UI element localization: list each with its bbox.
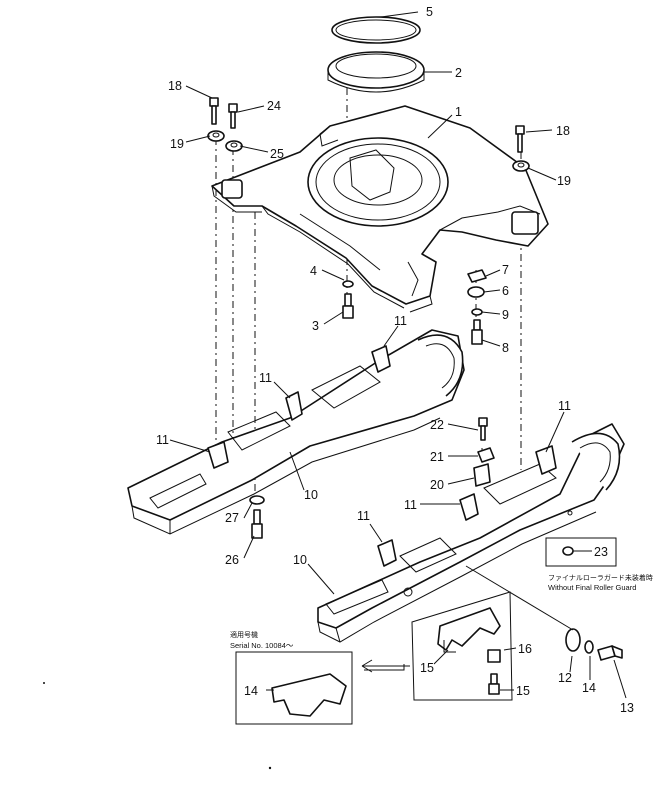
circle-ring-2 <box>327 51 425 93</box>
guard-note-japanese: ファイナルローラガード未装着時 <box>548 573 653 582</box>
part-number-labels: 5 2 1 18 24 19 25 18 19 4 3 7 6 9 8 11 1… <box>156 5 634 715</box>
part-label-21: 21 <box>430 450 444 464</box>
part-label-10-right: 10 <box>293 553 307 567</box>
part-label-27: 27 <box>225 511 239 525</box>
bolt-18-left <box>209 97 219 125</box>
part-label-16: 15 <box>516 684 530 698</box>
part-label-20: 20 <box>430 478 444 492</box>
bolt-16 <box>488 673 500 695</box>
arrow-to-serial-box <box>361 659 410 673</box>
washer-25 <box>225 140 243 152</box>
final-roller-guard-box <box>411 591 513 701</box>
part-label-15-serial: 14 <box>244 684 258 698</box>
bolt-18-right <box>515 125 525 153</box>
part-label-15-box: 15 <box>420 661 434 675</box>
part-label-11-f: 11 <box>558 399 571 413</box>
track-frame-right-10 <box>317 423 625 643</box>
part-label-11-b: 11 <box>259 371 272 385</box>
part-label-11-d: 11 <box>404 498 417 512</box>
part-label-6: 6 <box>502 284 509 298</box>
bolt-13 <box>597 645 623 661</box>
bolt-8 <box>471 319 483 345</box>
seal-ring-5 <box>331 16 421 44</box>
cap-17 <box>487 649 501 663</box>
bolt-3 <box>342 293 354 319</box>
block-21 <box>477 447 495 463</box>
part-label-8: 8 <box>502 341 509 355</box>
part-label-19-right: 19 <box>557 174 571 188</box>
part-label-18-left: 18 <box>168 79 182 93</box>
washer-4 <box>342 280 354 288</box>
part-label-26: 26 <box>225 553 239 567</box>
part-label-25: 25 <box>270 147 284 161</box>
bolt-24 <box>228 103 238 129</box>
part-label-12: 12 <box>558 671 572 685</box>
serial-note-japanese: 適用号機 <box>230 630 258 639</box>
washer-19-left <box>207 130 225 142</box>
part-7 <box>467 269 487 283</box>
part-label-22: 22 <box>430 418 444 432</box>
block-20 <box>473 463 491 487</box>
part-label-24: 24 <box>267 99 281 113</box>
part-label-19-left: 19 <box>170 137 184 151</box>
bolt-22 <box>478 417 488 441</box>
washer-9 <box>471 308 483 316</box>
washer-14 <box>584 640 594 654</box>
part-label-11-c: 11 <box>156 433 169 447</box>
without-guard-box <box>545 537 617 567</box>
washer-19-right <box>512 160 530 172</box>
part-label-23: 23 <box>594 545 608 559</box>
part-label-1: 1 <box>455 105 462 119</box>
part-label-9: 9 <box>502 308 509 322</box>
speck-dot <box>268 766 272 770</box>
part-label-7: 7 <box>502 263 509 277</box>
bolt-26 <box>251 509 263 539</box>
part-label-3: 3 <box>312 319 319 333</box>
washer-27 <box>249 495 265 505</box>
plug-23 <box>562 546 574 556</box>
upper-frame-1 <box>211 105 549 313</box>
track-frame-left-10 <box>127 329 465 535</box>
speck-dot-2 <box>43 682 45 684</box>
part-label-4: 4 <box>310 264 317 278</box>
part-label-17: 16 <box>518 642 532 656</box>
plate-6 <box>467 286 485 298</box>
guard-note-english: Without Final Roller Guard <box>548 583 636 592</box>
part-label-11-a: 11 <box>394 314 407 328</box>
part-label-5: 5 <box>426 5 433 19</box>
part-label-13: 13 <box>620 701 634 715</box>
serial-guard-box <box>235 651 353 725</box>
serial-note-english: Serial No. 10084～ <box>230 641 294 650</box>
part-label-2: 2 <box>455 66 462 80</box>
part-label-10-left: 10 <box>304 488 318 502</box>
part-label-18-right: 18 <box>556 124 570 138</box>
plate-12 <box>565 628 581 652</box>
leader-lines <box>169 11 627 699</box>
part-label-11-e: 11 <box>357 509 370 523</box>
part-label-14: 14 <box>582 681 596 695</box>
